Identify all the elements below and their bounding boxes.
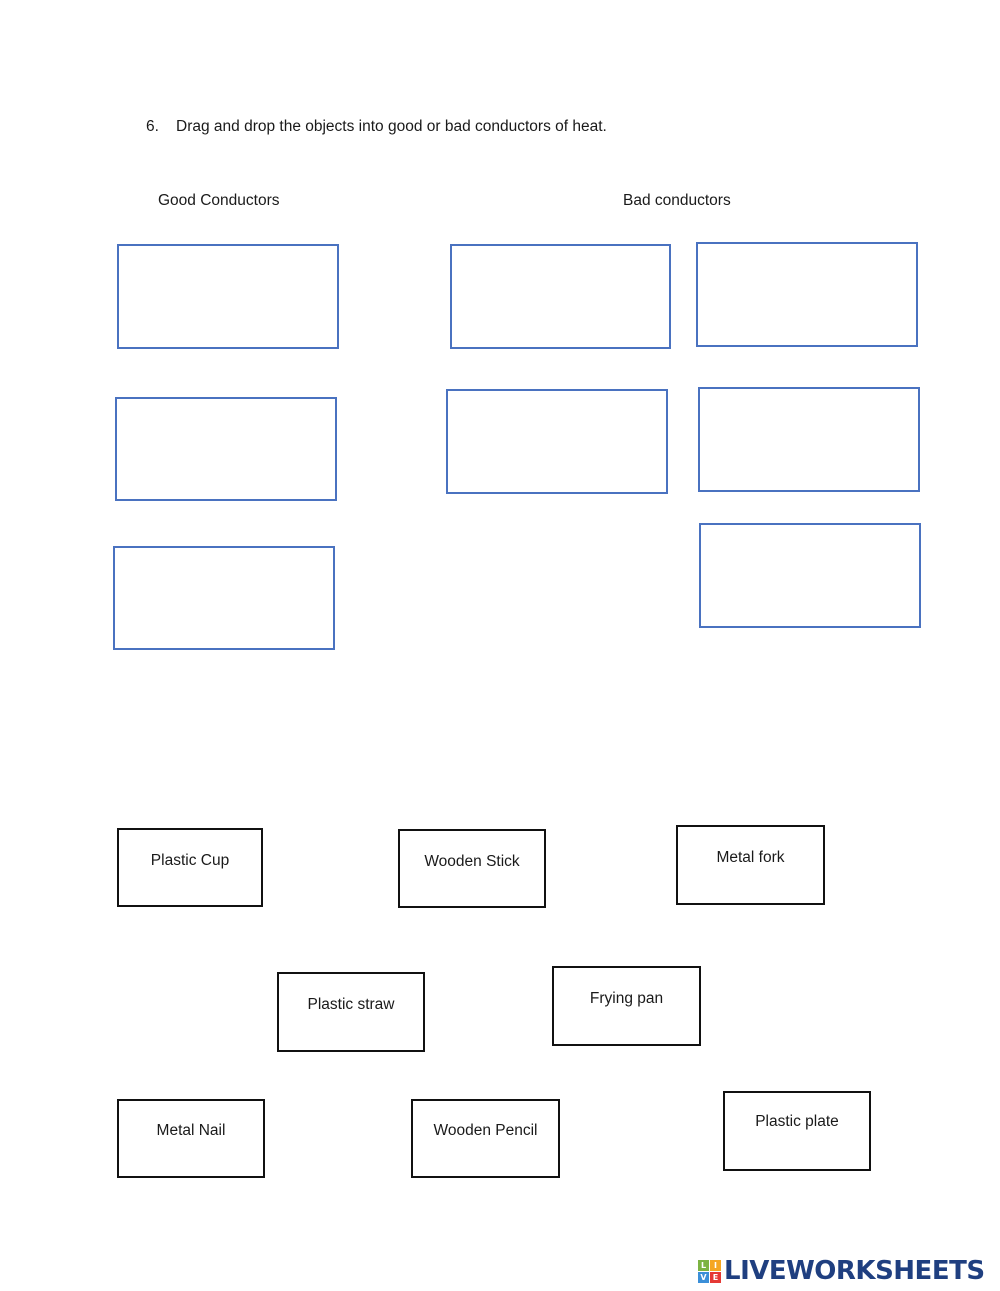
logo-tile: I (710, 1259, 721, 1271)
drag-item-plastic-cup[interactable]: Plastic Cup (117, 828, 263, 907)
item-label: Wooden Pencil (433, 1122, 538, 1139)
live-tiles-icon: L I V E (698, 1259, 721, 1283)
bad-conductors-heading: Bad conductors (623, 192, 731, 209)
item-label: Plastic Cup (150, 852, 230, 869)
liveworksheets-logo: L I V E LIVEWORKSHEETS (698, 1257, 985, 1285)
bad-dropzone-5[interactable] (699, 523, 921, 628)
item-label: Wooden Stick (424, 853, 520, 870)
good-dropzone-1[interactable] (117, 244, 339, 349)
drag-item-plastic-plate[interactable]: Plastic plate (723, 1091, 871, 1171)
logo-tile: L (698, 1259, 709, 1271)
logo-tile: E (710, 1271, 721, 1283)
logo-tile: V (698, 1271, 709, 1283)
good-conductors-heading: Good Conductors (158, 192, 280, 209)
good-dropzone-3[interactable] (113, 546, 335, 650)
bad-dropzone-1[interactable] (450, 244, 671, 349)
logo-wordmark: LIVEWORKSHEETS (724, 1256, 985, 1286)
bad-dropzone-4[interactable] (698, 387, 920, 492)
question-number: 6. (146, 118, 159, 135)
drag-item-wooden-pencil[interactable]: Wooden Pencil (411, 1099, 560, 1178)
item-label: Metal Nail (156, 1122, 226, 1139)
drag-item-metal-fork[interactable]: Metal fork (676, 825, 825, 905)
question-instruction: 6. Drag and drop the objects into good or… (146, 118, 607, 136)
drag-item-frying-pan[interactable]: Frying pan (552, 966, 701, 1046)
bad-dropzone-3[interactable] (446, 389, 668, 494)
question-text: Drag and drop the objects into good or b… (176, 118, 607, 135)
drag-item-wooden-stick[interactable]: Wooden Stick (398, 829, 546, 908)
item-label: Plastic straw (307, 996, 395, 1013)
drag-item-plastic-straw[interactable]: Plastic straw (277, 972, 425, 1052)
good-dropzone-2[interactable] (115, 397, 337, 501)
item-label: Frying pan (589, 990, 664, 1007)
item-label: Plastic plate (755, 1113, 839, 1130)
bad-dropzone-2[interactable] (696, 242, 918, 347)
item-label: Metal fork (716, 849, 785, 866)
drag-item-metal-nail[interactable]: Metal Nail (117, 1099, 265, 1178)
